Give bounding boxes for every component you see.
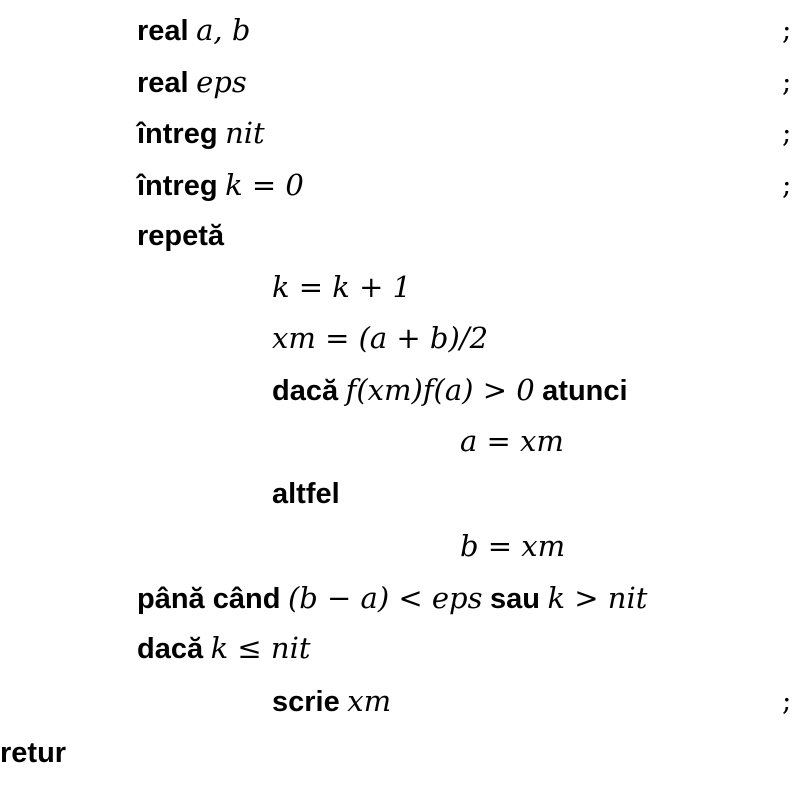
terminator: ; [782,684,792,717]
keyword-pana-cand: până când [137,583,281,615]
terminator: ; [782,65,792,98]
expression-midpoint: xm = (a + b)/2 [272,321,489,355]
expression-xm: xm [347,684,392,718]
code-line-midpoint: xm = (a + b)/2 [272,314,488,362]
code-line-declare-a-b: real a, b [137,6,250,54]
code-line-if-converged: dacă k ≤ nit [137,624,311,672]
keyword-daca: dacă [272,375,339,407]
code-line-repeat: repetă [137,212,224,260]
expression-k-init: k = 0 [225,168,304,202]
expression-k-le-nit: k ≤ nit [210,631,311,665]
keyword-altfel: altfel [272,478,340,510]
code-line-else: altfel [272,470,340,518]
expression-assign-a: a = xm [460,424,564,458]
terminator: ; [782,168,792,201]
code-line-until: până când (b − a) < eps sau k > nit [137,574,647,622]
code-line-declare-k: întreg k = 0 [137,161,304,209]
expression-eps: eps [196,65,247,99]
terminator: ; [782,116,792,149]
expression-increment: k = k + 1 [272,270,412,304]
code-line-declare-eps: real eps [137,58,247,106]
keyword-real: real [137,67,189,99]
expression-condition: f(xm)f(a) > 0 [345,373,535,407]
expression-a-b: a, b [196,13,251,47]
expression-until-1: (b − a) < eps [287,581,483,615]
keyword-retur: retur [0,737,67,769]
keyword-intreg: întreg [137,118,218,150]
code-line-assign-a: a = xm [460,417,564,465]
keyword-real: real [137,15,189,47]
code-line-return: retur [0,729,66,777]
keyword-scrie: scrie [272,686,340,718]
keyword-repeta: repetă [137,220,225,252]
code-line-if-sign: dacă f(xm)f(a) > 0 atunci [272,366,628,414]
expression-until-2: k > nit [547,581,648,615]
expression-assign-b: b = xm [460,529,566,563]
terminator: ; [782,13,792,46]
keyword-intreg: întreg [137,170,218,202]
code-line-write: scrie xm [272,677,391,725]
keyword-sau: sau [490,583,540,615]
code-line-increment-k: k = k + 1 [272,263,411,311]
keyword-atunci: atunci [542,375,628,407]
code-line-declare-nit: întreg nit [137,109,265,157]
keyword-daca: dacă [137,633,204,665]
code-line-assign-b: b = xm [460,522,565,570]
expression-nit: nit [225,116,265,150]
